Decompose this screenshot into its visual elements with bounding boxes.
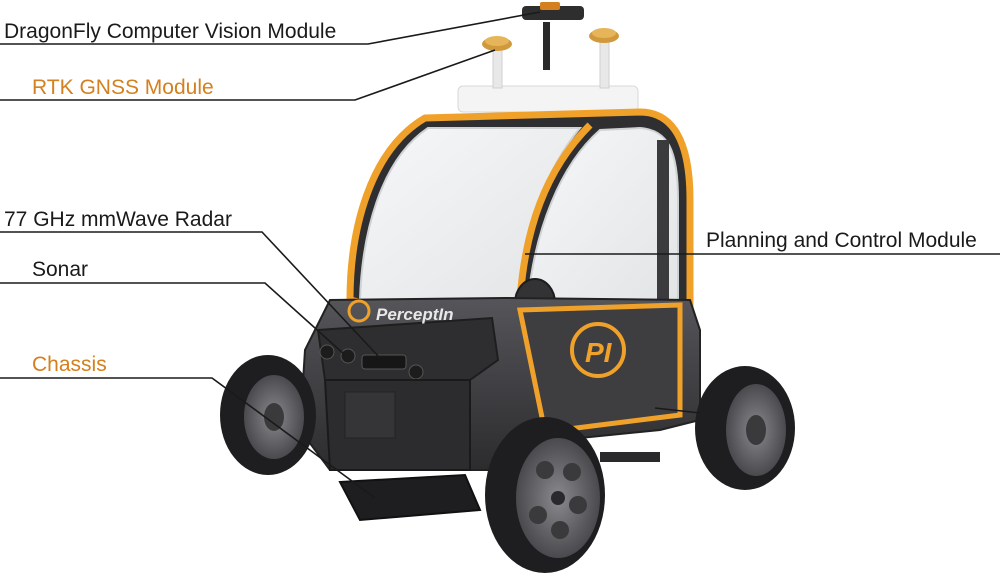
planning-control-unit (657, 140, 669, 330)
radar-unit (361, 354, 407, 370)
rtk-antenna-left (482, 36, 512, 89)
front-nose (316, 316, 500, 381)
rtk-antenna-right (589, 28, 619, 89)
logo-mark-icon (347, 299, 371, 323)
leader-sonar (0, 282, 346, 356)
label-chassis: Chassis (32, 353, 107, 376)
leader-dragonfly (0, 11, 541, 45)
annotation-labels: DragonFly Computer Vision Module RTK GNS… (4, 20, 977, 376)
rear-axle (600, 452, 660, 462)
door-badge-text: PI (585, 337, 613, 368)
hood-logo-text: PerceptIn (376, 305, 453, 324)
side-window (526, 126, 679, 301)
label-sonar: Sonar (32, 258, 88, 281)
sonar-sensor-right (408, 364, 424, 380)
sonar-sensor-left (319, 344, 335, 360)
hood-logo: PerceptIn (347, 299, 453, 324)
leader-chassis (0, 377, 376, 499)
roof-sensor-bar (457, 85, 639, 113)
door-panel (516, 302, 683, 435)
label-dragonfly: DragonFly Computer Vision Module (4, 20, 336, 43)
leader-radar (0, 231, 381, 359)
license-plate-area (344, 391, 396, 439)
leader-planning-chassis (654, 407, 701, 414)
dragonfly-camera-module (522, 2, 584, 70)
label-radar: 77 GHz mmWave Radar (4, 208, 232, 231)
wheel-rear-right (695, 366, 795, 490)
leader-rtk (0, 49, 496, 101)
vehicle-illustration: PerceptIn PI (220, 2, 795, 573)
sonar-sensor-mid (340, 348, 356, 364)
door-pillar (516, 122, 593, 301)
leader-lines (0, 11, 1000, 499)
door-badge: PI (570, 322, 626, 378)
wheel-front-left (220, 355, 316, 475)
label-rtk: RTK GNSS Module (32, 76, 214, 99)
chassis-plate (338, 473, 482, 522)
wheel-front-right (485, 417, 605, 573)
label-planning: Planning and Control Module (706, 229, 977, 252)
